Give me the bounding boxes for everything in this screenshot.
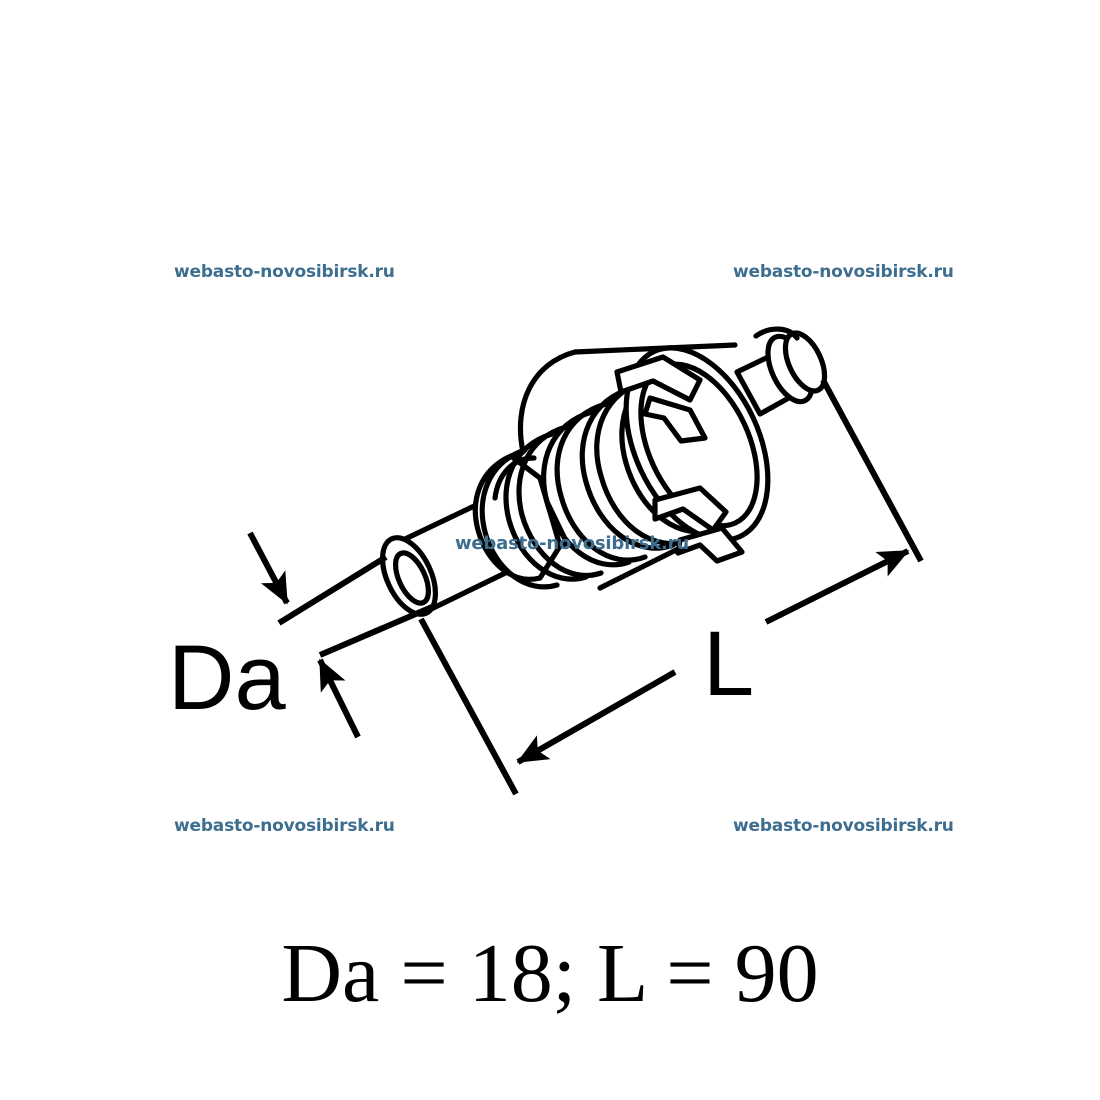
dimension-l — [418, 378, 924, 796]
l-arrow-right — [764, 548, 910, 625]
watermark-bottom-right: webasto-novosibirsk.ru — [733, 816, 954, 836]
da-arrow-upper — [247, 531, 290, 605]
da-extension-lower — [318, 604, 434, 658]
dimension-label-l: L — [703, 613, 755, 715]
connector-body — [379, 326, 828, 617]
l-extension-right — [820, 378, 924, 563]
dimension-da — [247, 531, 434, 739]
dimension-label-da: Da — [168, 627, 286, 729]
l-extension-left — [418, 617, 519, 796]
watermark-bottom-left: webasto-novosibirsk.ru — [174, 816, 395, 836]
da-extension-upper — [277, 554, 388, 626]
da-arrow-lower — [317, 658, 361, 739]
watermark-top-right: webasto-novosibirsk.ru — [733, 262, 954, 282]
dimension-caption: Da = 18; L = 90 — [281, 927, 819, 1020]
l-arrow-left — [516, 669, 677, 765]
right-spigot — [734, 326, 828, 417]
watermark-top-left: webasto-novosibirsk.ru — [174, 262, 395, 282]
watermark-center: webasto-novosibirsk.ru — [455, 533, 689, 554]
ribbed-body — [472, 342, 771, 591]
